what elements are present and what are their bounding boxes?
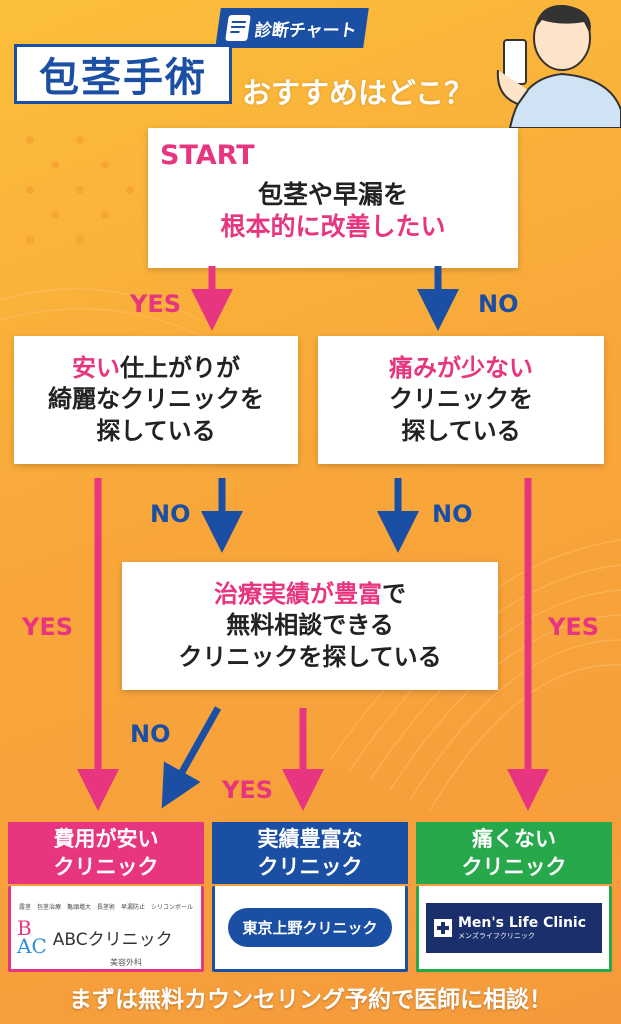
result-cheap: 費用が安い クリニック	[8, 822, 204, 884]
label-no-4: NO	[130, 720, 171, 748]
start-line1: 包茎や早漏を	[257, 179, 408, 209]
tokyo-ueno-name: 東京上野クリニック	[228, 908, 392, 947]
q-left-line3: 探している	[96, 416, 216, 445]
question-box-right: 痛みが少ない クリニックを 探している	[318, 336, 604, 464]
result-painless: 痛くない クリニック	[416, 822, 612, 884]
label-no-3: NO	[432, 500, 473, 528]
footer-cta: まずは無料カウンセリング予約で医師に相談！	[69, 987, 552, 1013]
cross-icon	[434, 918, 452, 937]
page-title: 包茎手術	[39, 55, 207, 101]
q-right-highlight: 痛みが少ない	[389, 354, 533, 383]
person-with-phone-illustration	[496, 5, 621, 128]
page-subtitle: おすすめはどこ？	[242, 76, 474, 110]
label-no-2: NO	[150, 500, 191, 528]
start-label: START	[160, 140, 255, 171]
mens-name: Men's Life Clinic	[458, 914, 587, 931]
question-box-middle: 治療実績が豊富で 無料相談できる クリニックを探している	[122, 562, 498, 690]
abc-sub: 美容外科	[110, 958, 142, 967]
q-mid-line3: クリニックを探している	[178, 642, 442, 671]
q-left-highlight: 安い	[72, 354, 120, 383]
q-left-line2: 綺麗なクリニックを	[48, 385, 264, 414]
q-mid-highlight: 治療実績が豊富	[214, 580, 382, 609]
label-yes-2: YES	[22, 613, 74, 641]
abc-name: ABCクリニック	[52, 929, 173, 950]
mens-life-clinic-logo[interactable]: Men's Life Clinic メンズライフクリニック	[416, 886, 612, 972]
q-mid-line1: で	[382, 580, 406, 609]
q-right-line2: クリニックを	[389, 385, 533, 414]
label-yes-1: YES	[130, 290, 182, 318]
label-yes-4: YES	[222, 776, 274, 804]
page-title-box: 包茎手術	[14, 44, 232, 104]
q-left-line1: 仕上がりが	[120, 354, 240, 383]
mens-sub: メンズライフクリニック	[458, 931, 535, 940]
abc-tags: 露茎 包茎治療 亀頭増大 長茎術 早漏防止 シリコンボール	[18, 904, 193, 911]
start-box: START 包茎や早漏を 根本的に改善したい	[148, 128, 518, 268]
question-box-left: 安い仕上がりが 綺麗なクリニックを 探している	[14, 336, 298, 464]
arrow-no-mid	[161, 706, 222, 809]
start-line2: 根本的に改善したい	[220, 212, 446, 241]
tokyo-ueno-clinic-logo[interactable]: 東京上野クリニック	[212, 886, 408, 972]
q-mid-line2: 無料相談できる	[226, 611, 394, 640]
label-no-1: NO	[478, 290, 519, 318]
q-right-line3: 探している	[401, 416, 521, 445]
label-yes-3: YES	[548, 613, 600, 641]
result-experience: 実績豊富な クリニック	[212, 822, 408, 884]
